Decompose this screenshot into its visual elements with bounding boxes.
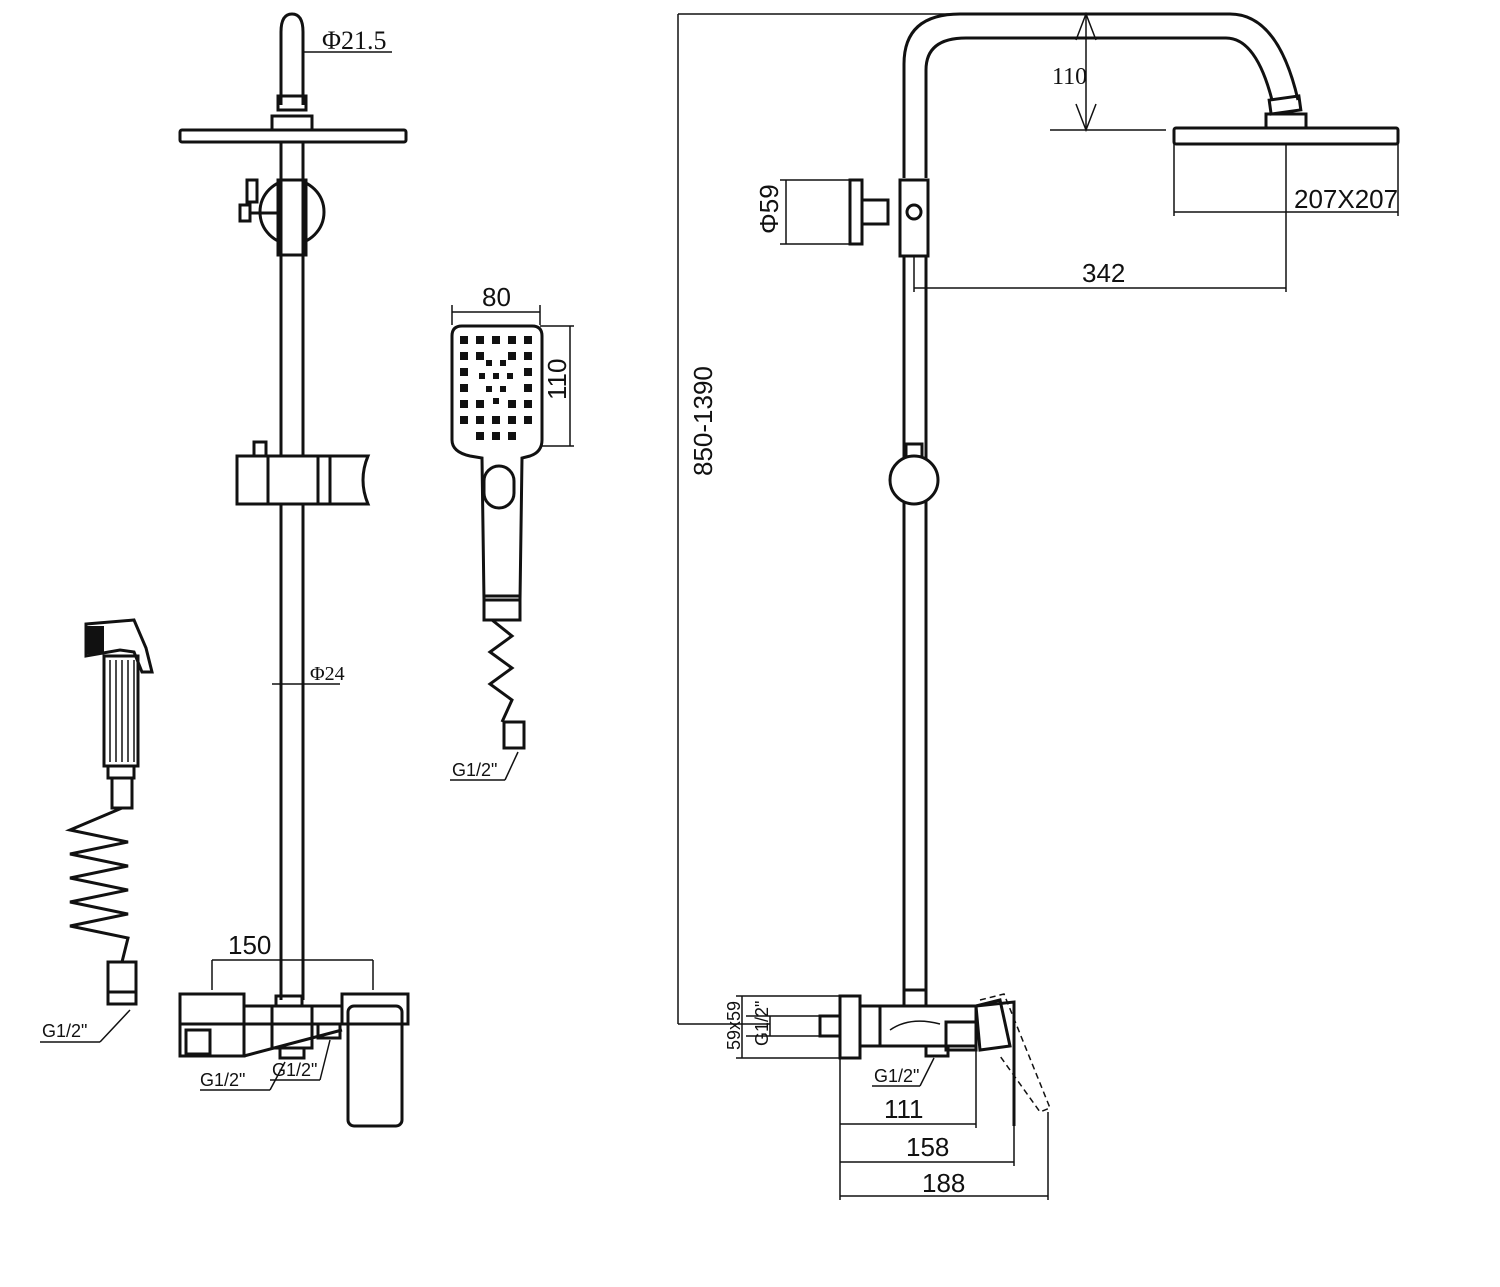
- dim-rail-diameter: Φ24: [310, 663, 345, 685]
- hand-shower-cone: [482, 594, 522, 622]
- dim-thread-side: G1/2": [752, 1001, 772, 1046]
- dim-total-height: 850-1390: [688, 366, 718, 476]
- overhead-shower-plate: [178, 128, 408, 144]
- bidet-coiled-hose: [64, 806, 130, 963]
- wall-flange: [848, 178, 864, 246]
- bidet-grip-ribs: [109, 660, 135, 762]
- dim-arm-diameter: Φ21.5: [322, 26, 387, 55]
- side-mixer-inlet: [818, 1014, 842, 1038]
- dim-depth-111: 111: [884, 1094, 924, 1124]
- handle-rotation-ghost: [979, 993, 1051, 1113]
- side-mixer-flange: [838, 994, 862, 1060]
- dim-arm-drop: 110: [1052, 64, 1087, 90]
- hand-shower-body: [450, 324, 544, 602]
- arm-inner: [924, 36, 1274, 178]
- diverter-knob: [238, 203, 252, 223]
- side-mixer-curve: [889, 1020, 941, 1031]
- side-holder: [888, 454, 940, 506]
- bracket-arm: [860, 198, 890, 226]
- shower-arm-stub: [279, 12, 305, 105]
- side-mixer-outlet: [924, 1044, 950, 1058]
- dim-bidet-thread: G1/2": [42, 1021, 87, 1041]
- bidet-hose-nut: [110, 776, 134, 810]
- head-connector-side: [1264, 112, 1308, 130]
- arrow-drop-bottom: [1075, 103, 1097, 133]
- holder-knob: [252, 440, 268, 458]
- arm-nut: [276, 94, 308, 112]
- dim-mixer-width: 150: [228, 930, 271, 960]
- shower-hose-nut: [502, 720, 526, 750]
- mixer-right-eccentric: [340, 992, 410, 1026]
- bidet-sprayer: G1/2": [40, 618, 154, 1043]
- leader-bidet-thread: [99, 1009, 131, 1043]
- shower-hose: [487, 618, 515, 723]
- dim-thread-right: G1/2": [272, 1060, 317, 1080]
- dim-hand-height: 110: [542, 359, 572, 400]
- front-view: Φ21.5 Φ24 150 G1/: [178, 12, 410, 1128]
- diverter-lever: [245, 178, 259, 204]
- leader-g12-outlet: [919, 1057, 935, 1087]
- arm-outer: [902, 12, 1300, 178]
- hand-shower: 80 110 G1/2": [450, 282, 574, 781]
- side-mixer-cartridge: [944, 1020, 978, 1052]
- hand-shower-nozzles: [460, 336, 532, 440]
- dim-head-size: 207X207: [1294, 184, 1398, 214]
- dim-hand-width: 80: [482, 282, 511, 312]
- side-mixer-body: [878, 1004, 978, 1048]
- side-handle-head: [974, 998, 1012, 1052]
- bidet-nozzle: [86, 626, 104, 654]
- dim-depth-158: 158: [906, 1132, 949, 1162]
- diverter-body: [276, 178, 308, 257]
- dim-flange-diameter: Φ59: [754, 184, 784, 234]
- head-connector: [270, 114, 314, 132]
- slide-holder: [235, 454, 371, 506]
- side-mixer-neck: [858, 1004, 882, 1048]
- mixer-outlet-bottom: [278, 1046, 306, 1060]
- bidet-grip: [102, 654, 140, 768]
- dim-arm-projection: 342: [1082, 258, 1125, 288]
- side-handle: [975, 1000, 1016, 1126]
- dim-depth-188: 188: [922, 1168, 965, 1198]
- leader-hand-thread: [504, 751, 519, 781]
- arm-head-nut: [1267, 94, 1303, 116]
- mixer-body-bottom: [243, 1028, 343, 1058]
- bidet-hose-thread: [106, 990, 138, 1006]
- arrow-drop-top: [1075, 11, 1097, 41]
- mixer-body-top: [242, 1004, 344, 1026]
- overhead-shower-side: [1172, 126, 1400, 146]
- leader-g12-left: [269, 1061, 286, 1091]
- side-mixer-nut: [902, 988, 928, 1008]
- mixer-rail-nut: [274, 994, 304, 1008]
- mixer-left-nut: [184, 1028, 212, 1056]
- hand-shower-button: [482, 464, 516, 510]
- mixer-handle: [346, 1004, 404, 1128]
- side-view: 850-1390 110 207X207 Φ59 342: [677, 11, 1400, 1200]
- mixer-outlet-top: [270, 1004, 314, 1050]
- dim-mixer-flange: 59x59: [724, 1001, 744, 1050]
- dim-outlet-thread: G1/2": [874, 1066, 919, 1086]
- bidet-hose-end: [106, 960, 138, 994]
- dim-hand-thread: G1/2": [452, 760, 497, 780]
- dim-thread-left: G1/2": [200, 1070, 245, 1090]
- bracket-screw: [905, 203, 923, 221]
- bidet-collar: [106, 764, 136, 780]
- leader-g12-right: [319, 1039, 331, 1081]
